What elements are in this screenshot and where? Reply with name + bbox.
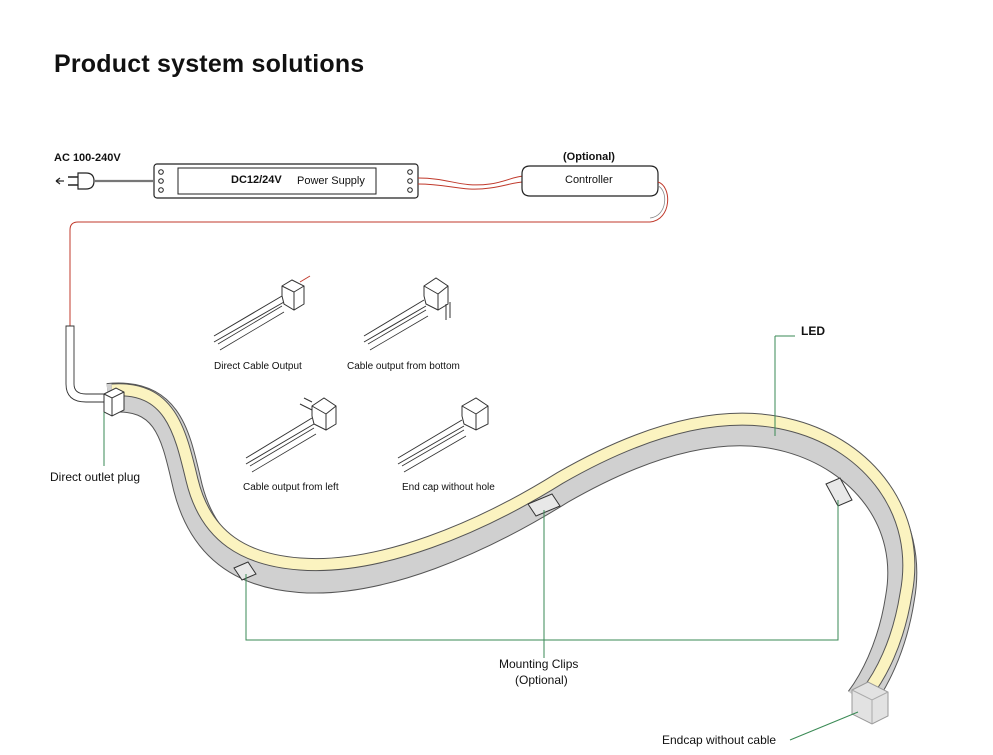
direct-outlet-plug xyxy=(103,387,125,417)
mounting-clip xyxy=(233,561,257,581)
mounting-clip xyxy=(527,493,561,517)
variant-cable-output-bottom xyxy=(363,277,451,351)
controller-optional-label: (Optional) xyxy=(563,151,615,163)
variant-label: Direct Cable Output xyxy=(214,361,302,372)
variant-end-cap-without-hole xyxy=(397,397,489,473)
led-label: LED xyxy=(801,324,825,338)
ac-plug-icon xyxy=(55,172,154,190)
mounting-clips-optional-label: (Optional) xyxy=(515,673,568,687)
variant-label: Cable output from bottom xyxy=(347,361,460,372)
mounting-clip xyxy=(825,477,853,507)
variant-cable-output-left xyxy=(245,397,337,473)
cable-psu-controller xyxy=(417,175,525,190)
direct-outlet-plug-label: Direct outlet plug xyxy=(50,470,141,484)
variant-label: Cable output from left xyxy=(243,482,339,493)
controller-label: Controller xyxy=(565,174,613,186)
endcap-label: Endcap without cable xyxy=(662,733,777,747)
led-strip xyxy=(106,382,918,709)
callout-lines xyxy=(103,335,859,741)
psu-name-label: Power Supply xyxy=(297,175,365,187)
power-supply-unit xyxy=(153,163,419,199)
psu-voltage-label: DC12/24V xyxy=(231,174,282,186)
mounting-clips-label: Mounting Clips xyxy=(499,657,579,671)
controller-unit xyxy=(521,165,659,197)
variant-label: End cap without hole xyxy=(402,482,495,493)
ac-input-label: AC 100-240V xyxy=(54,152,121,164)
variant-direct-cable-output xyxy=(213,275,311,351)
page-title: Product system solutions xyxy=(54,50,365,78)
